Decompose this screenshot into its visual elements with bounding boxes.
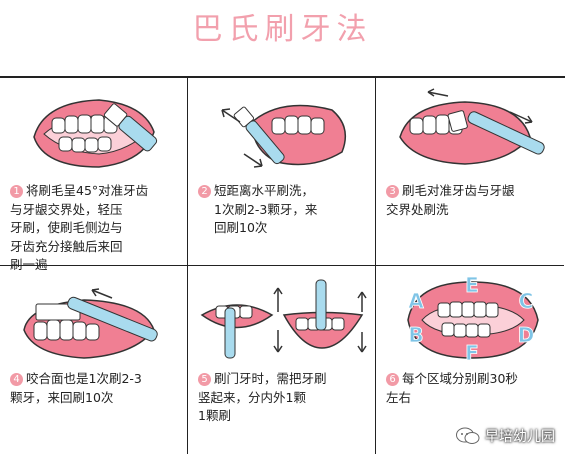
step-1-number-badge: 1 — [10, 185, 23, 198]
zone-e-label: E — [465, 273, 479, 297]
wechat-icon — [456, 427, 480, 444]
step-3-illustration — [399, 88, 545, 165]
step-6-number-badge: 6 — [386, 373, 399, 386]
step-2-illustration — [221, 104, 347, 168]
watermark-text: 早培幼儿园 — [485, 429, 555, 445]
step-1-illustration — [33, 99, 158, 168]
step-3-number-badge: 3 — [386, 185, 399, 198]
step-5-number-badge: 5 — [198, 373, 211, 386]
zone-c-label: C — [519, 289, 534, 313]
zone-a-label: A — [408, 289, 424, 313]
watermark: 早培幼儿园 — [455, 424, 555, 448]
page-title: 巴氏刷牙法 — [192, 12, 373, 47]
step-4-illustration — [23, 288, 158, 359]
zone-f-label: F — [465, 341, 479, 365]
zone-b-label: B — [408, 323, 423, 347]
step-2-number-badge: 2 — [198, 185, 211, 198]
step-5-illustration — [200, 279, 367, 359]
arrow-icon — [221, 108, 263, 168]
zone-d-label: D — [518, 323, 535, 347]
step-6-illustration: A E C B F D — [407, 273, 539, 365]
step-4-number-badge: 4 — [10, 373, 23, 386]
